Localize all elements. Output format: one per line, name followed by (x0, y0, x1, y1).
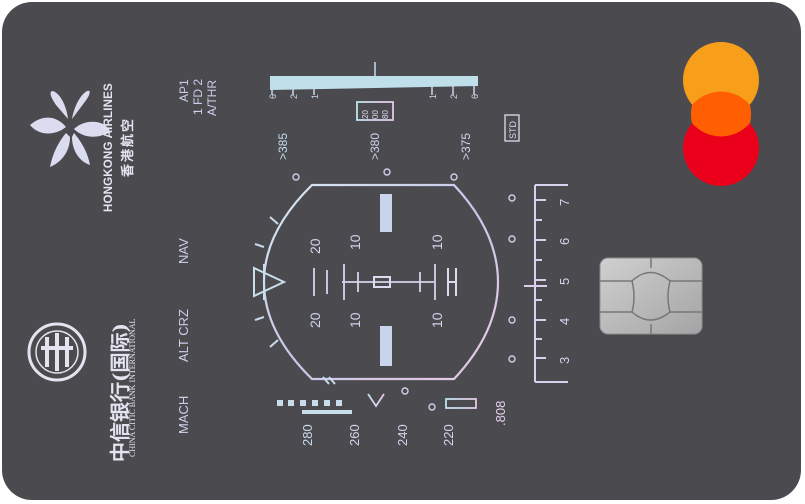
hdg-box-00: 00 (371, 110, 380, 119)
airline-name-en: HONGKONG AIRLINES (103, 83, 115, 212)
bank-name-en: CHINA CITIC BANK INTERNATIONAL (128, 318, 137, 457)
dial-ticks (254, 216, 336, 385)
fma-ap1: AP1 (177, 79, 191, 102)
fma-dividers (171, 95, 224, 384)
mach-readout: .808 (493, 401, 508, 426)
bank-name-zh: 中信银行(国际) (108, 323, 132, 462)
pitch-upper-mid: 10 (347, 234, 363, 250)
vs-4: 4 (557, 318, 572, 325)
roll-right-6: 6 (470, 94, 480, 99)
svg-text:STD: STD (508, 120, 518, 139)
hdg-label-385: >385 (276, 133, 290, 160)
speed-260: 260 (347, 424, 362, 446)
vs-scale (524, 184, 568, 383)
fma-fd: 1 FD 2 (191, 79, 205, 115)
pitch-lower-left: 20 (307, 312, 323, 328)
baro-std: STD (504, 114, 520, 142)
speed-tape-blocks (277, 400, 352, 414)
hdg-label-375: >375 (459, 133, 473, 160)
attitude-bars (380, 194, 392, 366)
speed-220: 220 (441, 424, 456, 446)
fma-nav: NAV (176, 238, 191, 264)
mastercard-logo-icon (683, 42, 759, 186)
speed-280: 280 (300, 424, 315, 446)
roll-right-2: 2 (449, 94, 459, 99)
roll-scale: 6 2 1 1 2 6 (268, 62, 480, 99)
airline-name-zh: 香港航空 (120, 117, 135, 178)
fma-mach: MACH (176, 396, 191, 434)
vs-5: 5 (557, 278, 572, 285)
aircraft-symbol (373, 268, 457, 296)
vs-6: 6 (557, 238, 572, 245)
hdg-label-380: >380 (368, 133, 382, 160)
pitch-upper-left: 20 (307, 238, 323, 254)
heading-tape (269, 101, 479, 160)
speed-240: 240 (395, 424, 410, 446)
fma-alt-crz: ALT CRZ (176, 309, 191, 362)
fma-athr: A/THR (205, 80, 219, 116)
vs-3: 3 (557, 357, 572, 364)
hdg-box-20: 20 (361, 110, 370, 119)
roll-left-1: 1 (310, 94, 320, 99)
dial-dots (292, 168, 516, 411)
emv-chip-icon (599, 257, 703, 335)
roll-pointer (253, 264, 287, 300)
roll-left-2: 2 (289, 94, 299, 99)
citic-logo-icon (27, 322, 87, 382)
pitch-lower-mid: 10 (347, 312, 363, 328)
pitch-upper-right: 10 (429, 234, 445, 250)
bauhinia-logo-icon (30, 90, 110, 167)
pitch-lower-right: 10 (429, 312, 445, 328)
pitch-ladder (313, 264, 436, 300)
roll-left-6: 6 (268, 94, 278, 99)
hdg-box-80: 80 (381, 110, 390, 119)
vs-7: 7 (557, 199, 572, 206)
roll-right-1: 1 (428, 94, 438, 99)
